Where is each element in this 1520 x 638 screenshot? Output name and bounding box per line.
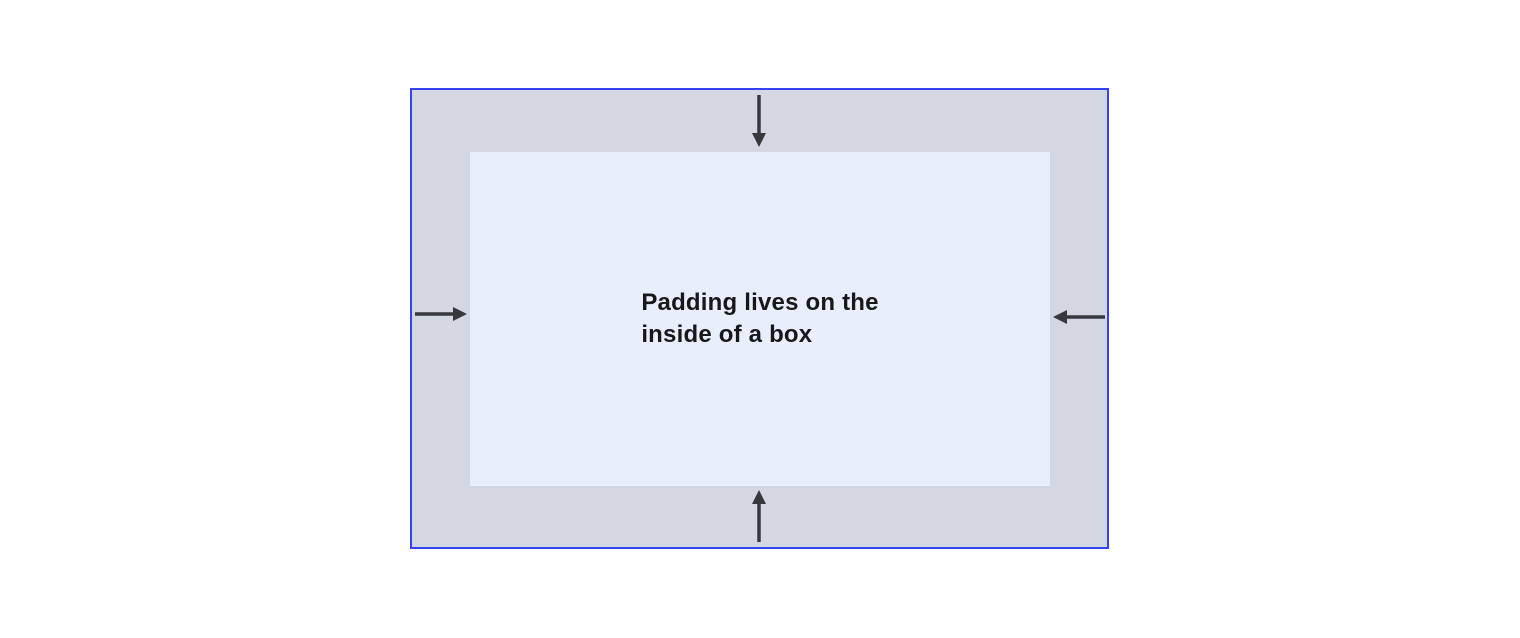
arrow-right-icon	[415, 307, 467, 321]
caption-line-1: Padding lives on the	[641, 289, 879, 316]
content-area: Padding lives on the inside of a box	[470, 152, 1050, 486]
caption-text: Padding lives on the inside of a box	[641, 287, 878, 351]
caption-line-2: inside of a box	[641, 321, 813, 348]
arrow-up-icon	[752, 490, 766, 542]
arrow-down-icon	[752, 95, 766, 147]
arrow-left-icon	[1053, 310, 1105, 324]
